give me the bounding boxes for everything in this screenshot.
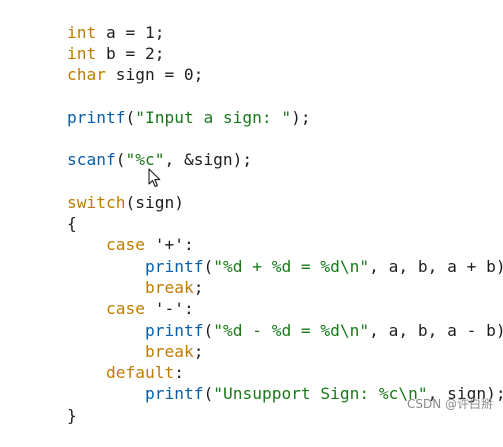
code-line-3: char sign = 0; [28,43,203,84]
code-line-13: break; [28,320,203,361]
arguments: , a, b, a - b); [369,321,503,340]
declaration: sign = 0; [105,65,204,84]
code-line-12: printf("%d - %d = %d\n", a, b, a - b); [28,299,503,340]
function-name: printf [66,108,126,127]
function-name: printf [144,257,204,276]
open-paren: ( [203,384,214,403]
type-keyword: int [66,23,97,42]
code-line-14: default: [28,341,184,382]
case-label: '+': [144,235,194,254]
code-line-9: printf("%d + %d = %d\n", a, b, a + b); [28,235,503,276]
close-paren: ); [291,108,311,127]
code-line-8: case '+': [28,213,194,254]
function-name: printf [144,384,204,403]
case-keyword: case [105,235,145,254]
semicolon: ; [193,342,204,361]
open-paren: ( [203,257,214,276]
type-keyword: int [66,44,97,63]
code-line-4: printf("Input a sign: "); [28,86,311,127]
break-keyword: break [144,278,194,297]
switch-expression: (sign) [125,193,184,212]
open-brace: { [66,214,77,233]
code-line-16: } [28,384,77,425]
arguments: , sign); [427,384,503,403]
function-name: printf [144,321,204,340]
code-editor[interactable]: int a = 1; int b = 2; char sign = 0; pri… [0,0,503,425]
string-literal: "%c" [125,150,165,169]
code-line-1: int a = 1; [28,1,164,42]
arguments: , a, b, a + b); [369,257,503,276]
open-paren: ( [115,150,126,169]
type-keyword: char [66,65,106,84]
colon: : [174,363,184,382]
code-line-15: printf("Unsupport Sign: %c\n", sign); [28,362,503,403]
code-line-7: { [28,192,77,233]
open-paren: ( [125,108,136,127]
function-name: scanf [66,150,116,169]
semicolon: ; [193,278,204,297]
watermark: CSDN @许白掰 [406,397,493,411]
case-keyword: case [105,299,145,318]
switch-keyword: switch [66,193,126,212]
string-literal: "Input a sign: " [135,108,292,127]
case-label: '-': [144,299,194,318]
code-line-10: break; [28,256,203,297]
open-paren: ( [203,321,214,340]
close-brace: } [66,406,77,425]
string-literal: "Unsupport Sign: %c\n" [213,384,428,403]
declaration: b = 2; [96,44,165,63]
code-line-6: switch(sign) [28,171,184,212]
code-line-11: case '-': [28,277,194,318]
arguments: , &sign); [164,150,253,169]
string-literal: "%d - %d = %d\n" [213,321,370,340]
mouse-pointer-icon [148,168,161,188]
string-literal: "%d + %d = %d\n" [213,257,370,276]
break-keyword: break [144,342,194,361]
default-keyword: default [105,363,175,382]
code-line-2: int b = 2; [28,22,164,63]
declaration: a = 1; [96,23,165,42]
code-line-5: scanf("%c", &sign); [28,128,252,169]
